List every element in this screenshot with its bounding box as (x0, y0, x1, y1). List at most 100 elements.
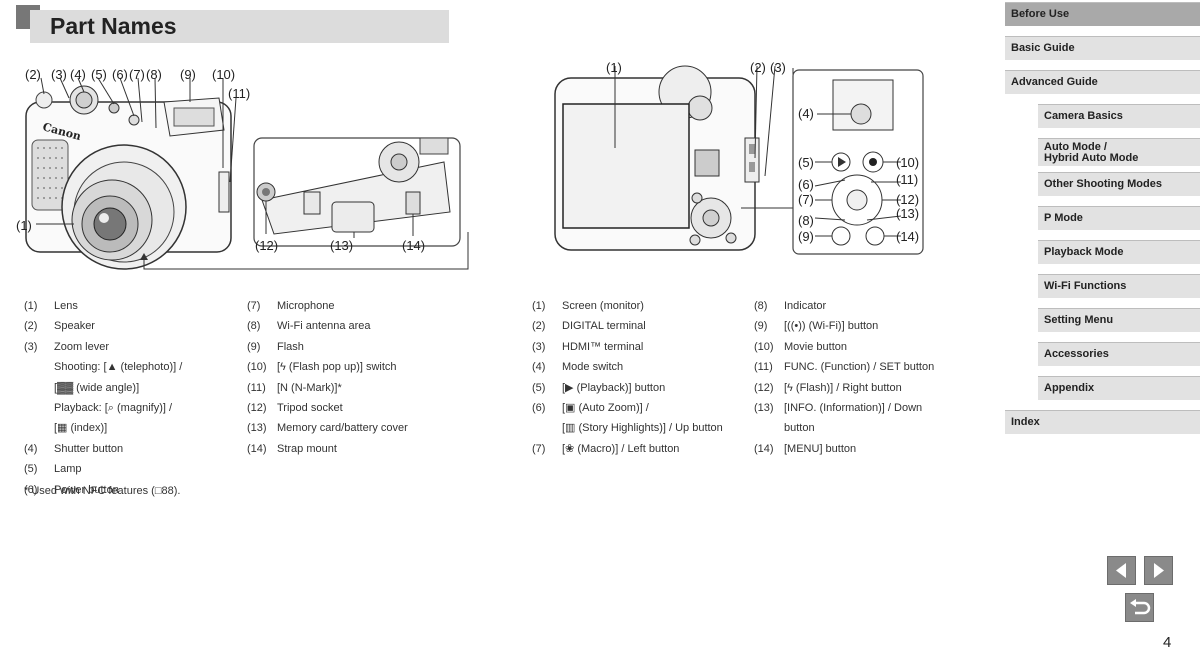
callout-back-3: (3) (770, 60, 786, 75)
part-number: (6) (24, 483, 38, 496)
callout-back-8: (8) (798, 213, 814, 228)
nav-item-other-shooting-modes[interactable]: Other Shooting Modes (1038, 172, 1200, 196)
part-label: Tripod socket (277, 402, 343, 415)
part-number: (10) (754, 340, 774, 353)
part-label: Indicator (784, 300, 827, 312)
callout-bottom-13: (13) (330, 238, 354, 253)
part-label: [ϟ (Flash pop up)] switch (277, 361, 397, 374)
part-number: (13) (247, 422, 267, 435)
nav-item-auto-mode-hybrid-auto-mode[interactable]: Auto Mode / Hybrid Auto Mode (1038, 138, 1200, 166)
front-camera-illustration: Canon (14, 62, 484, 277)
nav-item-basic-guide[interactable]: Basic Guide (1005, 36, 1200, 60)
arrow-left-icon (1116, 563, 1126, 578)
nav-item-playback-mode[interactable]: Playback Mode (1038, 240, 1200, 264)
callout-bottom-12: (12) (255, 238, 279, 253)
part-label-continuation: [▦ (index)] (54, 422, 108, 435)
callout-back-14: (14) (896, 229, 920, 244)
part-label: [❀ (Macro)] / Left button (562, 442, 680, 455)
part-label: Mode switch (562, 361, 624, 374)
part-list-item: (12)[ϟ (Flash)] / Right button (754, 378, 969, 398)
part-label: Power button (54, 483, 119, 496)
nav-item-camera-basics[interactable]: Camera Basics (1038, 104, 1200, 128)
part-number: (1) (532, 300, 546, 312)
part-label: Screen (monitor) (562, 300, 644, 312)
part-number: (6) (532, 402, 546, 415)
nav-item-p-mode[interactable]: P Mode (1038, 206, 1200, 230)
part-number: (13) (754, 402, 774, 415)
part-label: [MENU] button (784, 442, 857, 455)
part-list-item: (14)[MENU] button (754, 439, 969, 459)
part-list-item: (2) Speaker (24, 316, 234, 336)
part-number: (2) (24, 320, 38, 333)
part-label: Movie button (784, 340, 847, 353)
part-label-continuation: [▓▓ (wide angle)] (54, 381, 140, 394)
nav-item-wi-fi-functions[interactable]: Wi-Fi Functions (1038, 274, 1200, 298)
part-list-item: (1) Screen (monitor) (532, 296, 747, 316)
part-list-item: (3)HDMI™ terminal (532, 337, 747, 357)
part-list-item: (5) [▶ (Playback)] button (532, 378, 747, 398)
part-label-continuation: button (784, 422, 815, 435)
nav-item-appendix[interactable]: Appendix (1038, 376, 1200, 400)
callout-back-13: (13) (896, 206, 920, 221)
part-number: (1) (24, 300, 38, 312)
part-number: (9) (754, 320, 768, 333)
part-label: Zoom lever (54, 340, 110, 353)
return-button[interactable] (1125, 593, 1154, 622)
callout-back-9: (9) (798, 229, 814, 244)
part-number: (14) (247, 442, 267, 455)
part-number: (4) (532, 361, 546, 374)
callout-back-12: (12) (896, 192, 920, 207)
callout-back-2: (2) (750, 60, 766, 75)
part-list-item: (7)Microphone (247, 296, 487, 316)
prev-page-button[interactable] (1107, 556, 1136, 585)
part-label: Memory card/battery cover (277, 422, 408, 435)
callout-back-6: (6) (798, 177, 814, 192)
part-label: Shutter button (54, 442, 124, 455)
part-number: (11) (754, 361, 773, 374)
callout-front-5: (5) (91, 67, 107, 82)
part-list-item: (4)Shutter button (24, 439, 234, 459)
nav-item-accessories[interactable]: Accessories (1038, 342, 1200, 366)
callout-front-1: (1) (16, 218, 32, 233)
callout-front-9: (9) (180, 67, 196, 82)
part-number: (7) (247, 300, 261, 312)
part-list-item: (9)Flash (247, 337, 487, 357)
part-label: [▶ (Playback)] button (562, 381, 666, 394)
part-label: Speaker (54, 320, 95, 333)
part-list-item: (12) Tripod socket (247, 398, 487, 418)
part-list-item: (4) Mode switch (532, 357, 747, 377)
callout-front-10: (10) (212, 67, 236, 82)
part-number: (12) (247, 402, 267, 415)
callout-back-4: (4) (798, 106, 814, 121)
part-label: Lamp (54, 463, 82, 476)
part-list-item: (5) Lamp (24, 459, 234, 479)
nav-item-setting-menu[interactable]: Setting Menu (1038, 308, 1200, 332)
part-list-item: (6) [▣ (Auto Zoom)] / (532, 398, 747, 418)
part-number: (5) (24, 463, 38, 476)
part-label: [N (N-Mark)]* (277, 381, 342, 394)
next-page-button[interactable] (1144, 556, 1173, 585)
part-number: (5) (532, 381, 546, 394)
page-title: Part Names (50, 13, 177, 39)
part-number: (8) (247, 320, 261, 333)
part-list-item: (10)[ϟ (Flash pop up)] switch (247, 357, 487, 377)
part-list-item: (14)Strap mount (247, 439, 487, 459)
part-list-item: (6) Power button (24, 480, 234, 500)
back-camera-illustration (545, 58, 935, 258)
nav-item-index[interactable]: Index (1005, 410, 1200, 434)
part-label: [▣ (Auto Zoom)] / (562, 402, 649, 415)
part-label: Flash (277, 340, 304, 353)
part-label-continuation: [▥ (Story Highlights)] / Up button (562, 422, 723, 435)
part-number: (3) (532, 340, 546, 353)
callout-front-4: (4) (70, 67, 86, 82)
nfc-footnote: * Used with NFC features (□88). (24, 485, 181, 497)
part-list-item: (3)Zoom lever (24, 337, 234, 357)
nav-item-advanced-guide[interactable]: Advanced Guide (1005, 70, 1200, 94)
part-number: (8) (754, 300, 768, 312)
parts-list-front-b: (7)Microphone(8)Wi-Fi antenna area(9)Fla… (247, 296, 487, 459)
part-number: (7) (532, 442, 546, 455)
nav-item-before-use[interactable]: Before Use (1005, 2, 1200, 26)
return-icon (1130, 599, 1151, 615)
part-list-item: (8) Indicator (754, 296, 969, 316)
callout-bottom-14: (14) (402, 238, 426, 253)
